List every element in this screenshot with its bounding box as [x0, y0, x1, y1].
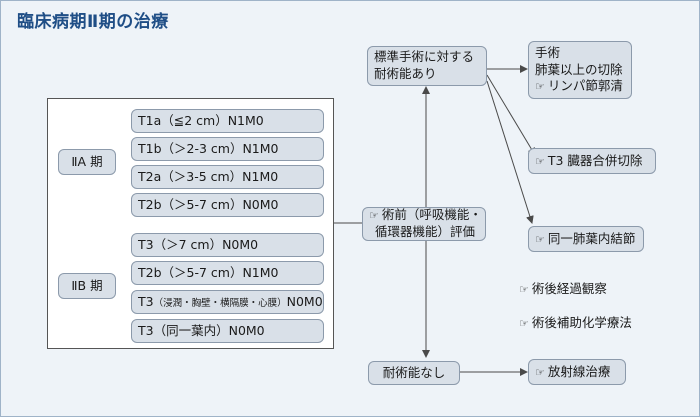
pointing-hand-icon: ☞ [519, 317, 529, 330]
radiation-box: ☞放射線治療 [528, 359, 626, 385]
stage-label: T2a（＞3-5 cm）N1M0 [138, 168, 279, 184]
adjuvant-chemo-label: 術後補助化学療法 [531, 315, 632, 330]
tolerant-line1: 標準手術に対する [374, 49, 475, 65]
adjuvant-chemo-note: ☞術後補助化学療法 [519, 312, 632, 331]
surgery-line3: リンパ節郭清 [547, 78, 623, 94]
stage-label-tail: N0M0 [286, 293, 323, 309]
followup-note: ☞術後経過観察 [519, 278, 607, 297]
tolerant-box: 標準手術に対する 耐術能あり [367, 46, 487, 86]
stage-group-iia-label: ⅡA 期 [71, 153, 103, 169]
preop-eval-line2: 循環器機能）評価 [375, 224, 476, 239]
pointing-hand-icon: ☞ [535, 365, 545, 379]
followup-label: 術後経過観察 [531, 281, 607, 296]
stage-label: T3（同一葉内）N0M0 [138, 322, 265, 338]
pointing-hand-icon: ☞ [535, 80, 545, 94]
preop-eval-line1: 術前（呼吸機能・ [381, 207, 482, 223]
intolerant-box: 耐術能なし [368, 361, 460, 385]
stage-group-iia: ⅡA 期 [58, 149, 116, 175]
radiation-label: 放射線治療 [547, 363, 611, 379]
pointing-hand-icon: ☞ [369, 209, 379, 223]
t3-resection-label: T3 臓器合併切除 [547, 152, 643, 168]
surgery-line2: 肺葉以上の切除 [535, 61, 623, 77]
tolerant-to-t3-arrow [486, 74, 536, 156]
pointing-hand-icon: ☞ [535, 154, 545, 168]
same-lobe-label: 同一肺葉内結節 [547, 230, 636, 246]
pointing-hand-icon: ☞ [519, 283, 529, 296]
surgery-line1: 手術 [535, 44, 561, 60]
stage-label-detail: （浸潤・胸壁・横隔膜・心膜） [153, 297, 287, 309]
stage-label: T3 [138, 293, 154, 309]
t3-resection-box: ☞T3 臓器合併切除 [528, 148, 656, 174]
pointing-hand-icon: ☞ [535, 232, 545, 246]
tolerant-to-same-lobe-arrow [486, 80, 534, 224]
stage-box: T3（浸潤・胸壁・横隔膜・心膜）N0M0 [131, 290, 324, 314]
tolerant-line2: 耐術能あり [374, 66, 437, 81]
stage-group-iib-label: ⅡB 期 [71, 277, 103, 293]
stage-label: T1a（≦2 cm）N1M0 [138, 112, 264, 128]
page-title: 臨床病期Ⅱ期の治療 [17, 12, 169, 32]
stage-group-iib: ⅡB 期 [58, 273, 116, 299]
stage-box: T1b（＞2-3 cm）N1M0 [131, 137, 324, 161]
stage-label: T3（＞7 cm）N0M0 [138, 236, 259, 252]
stage-label: T2b（＞5-7 cm）N1M0 [138, 264, 279, 280]
stage-label: T2b（＞5-7 cm）N0M0 [138, 196, 279, 212]
preop-eval-box: ☞術前（呼吸機能・ 循環器機能）評価 [362, 207, 486, 241]
same-lobe-box: ☞同一肺葉内結節 [528, 226, 644, 252]
surgery-box: 手術 肺葉以上の切除 ☞リンパ節郭清 [528, 41, 632, 99]
stage-box: T2b（＞5-7 cm）N0M0 [131, 193, 324, 217]
stage-box: T2b（＞5-7 cm）N1M0 [131, 261, 324, 285]
stage-box: T1a（≦2 cm）N1M0 [131, 109, 324, 133]
stage-box: T2a（＞3-5 cm）N1M0 [131, 165, 324, 189]
stage-box: T3（＞7 cm）N0M0 [131, 233, 324, 257]
stage-label: T1b（＞2-3 cm）N1M0 [138, 140, 279, 156]
intolerant-label: 耐術能なし [382, 364, 446, 380]
stage-box: T3（同一葉内）N0M0 [131, 319, 324, 343]
